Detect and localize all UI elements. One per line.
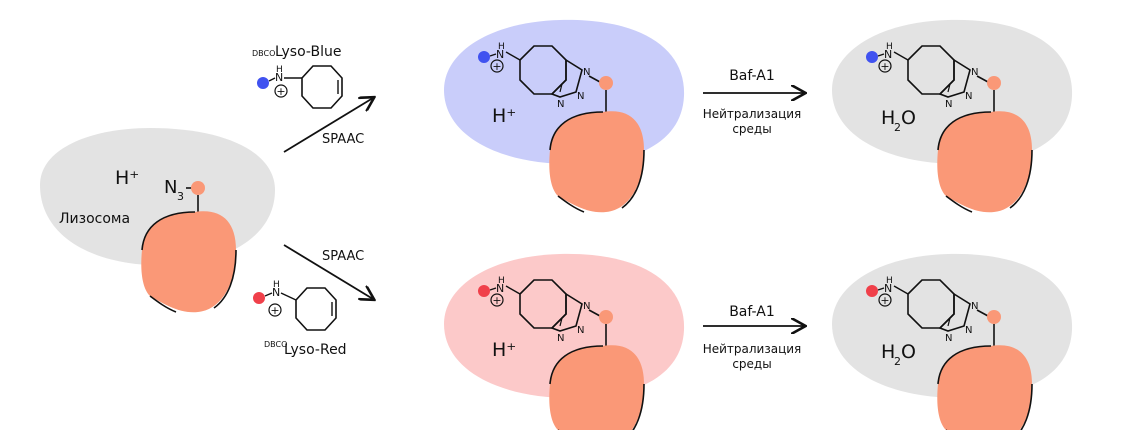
probe-blue-n: N (275, 71, 283, 84)
triazole-n3: N (945, 333, 952, 344)
water-o: O (901, 341, 916, 363)
probe-red-h: H (273, 280, 280, 290)
amine-h: H (498, 42, 505, 52)
probe-blue-dye (257, 77, 269, 89)
amine-h: H (886, 42, 893, 52)
bafa1-arrow-bottom: Baf-A1 Нейтрализация среды (703, 304, 804, 371)
water-h: H (881, 341, 895, 363)
water-subscript: 2 (894, 355, 901, 368)
protein (936, 344, 1033, 430)
linker-node (191, 181, 205, 195)
lysosome-label: Лизосома (59, 211, 130, 227)
triazole-n2: N (577, 325, 584, 336)
dye-dot (478, 285, 490, 297)
amine-n: N (884, 282, 892, 295)
triazole-n2: N (965, 91, 972, 102)
spaac-arrow-bottom: SPAAC (283, 244, 373, 299)
spaac-label-top: SPAAC (322, 132, 364, 147)
triazole-ring (550, 292, 583, 332)
neutralization-bottom-line1: Нейтрализация (703, 342, 802, 356)
acid-label: H⁺ (492, 105, 516, 127)
triazole-ring (550, 58, 583, 98)
probe-lyso-blue: DBCO Lyso-Blue H N + (252, 44, 343, 109)
linker-node (599, 76, 613, 90)
charge-sign: + (492, 294, 501, 307)
bafa1-label-bottom: Baf-A1 (729, 304, 775, 320)
amine-h: H (886, 276, 893, 286)
dye-dot (866, 285, 878, 297)
neutralization-top-line2: среды (732, 122, 771, 136)
water-o: O (901, 107, 916, 129)
probe-red-charge (268, 303, 282, 317)
amine-h: H (498, 276, 505, 286)
protein-left (140, 210, 237, 314)
dye-dot (478, 51, 490, 63)
protein (548, 344, 645, 430)
dye-dot (866, 51, 878, 63)
bafa1-arrow-top: Baf-A1 Нейтрализация среды (703, 68, 804, 136)
charge-icon (490, 293, 504, 307)
probe-red-n: N (272, 286, 280, 299)
triazole-ring (938, 58, 971, 98)
azide-group: N 3 (164, 177, 205, 212)
triazole-n1: N (971, 301, 978, 312)
triazole-n3: N (557, 333, 564, 344)
triazole-n1: N (971, 67, 978, 78)
linker-node (987, 310, 1001, 324)
protein (936, 110, 1033, 214)
probe-red-name: Lyso-Red (284, 342, 347, 358)
azide-subscript: 3 (177, 190, 184, 203)
acid-label: H⁺ (492, 339, 516, 361)
triazole-n2: N (577, 91, 584, 102)
triazole-n1: N (583, 301, 590, 312)
charge-icon (878, 293, 892, 307)
amine-n: N (496, 48, 504, 61)
spaac-arrow-top: SPAAC (283, 98, 373, 153)
acid-label-left: H⁺ (115, 167, 139, 189)
charge-icon (878, 59, 892, 73)
neutralization-top-line1: Нейтрализация (703, 107, 802, 121)
spaac-label-bottom: SPAAC (322, 249, 364, 264)
product-blue-acidic: H⁺HN+NNN (444, 19, 685, 214)
azide-n: N (164, 177, 177, 198)
bafa1-label-top: Baf-A1 (729, 68, 775, 84)
linker-node (987, 76, 1001, 90)
probe-red-charge-sign: + (270, 304, 279, 317)
probe-red-prefix: DBCO (264, 340, 287, 349)
water-subscript: 2 (894, 121, 901, 134)
triazole-n2: N (965, 325, 972, 336)
probe-blue-prefix: DBCO (252, 49, 275, 58)
probe-blue-h: H (276, 65, 283, 75)
triazole-ring (938, 292, 971, 332)
triazole-n1: N (583, 67, 590, 78)
lysosome-left: H⁺ Лизосома N 3 (40, 128, 275, 314)
probe-blue-name: Lyso-Blue (275, 44, 341, 60)
charge-sign: + (492, 60, 501, 73)
probe-lyso-red: H N + DBCO Lyso-Red (253, 280, 347, 358)
probe-red-dye (253, 292, 265, 304)
amine-n: N (496, 282, 504, 295)
charge-sign: + (880, 60, 889, 73)
probe-blue-charge-sign: + (276, 85, 285, 98)
triazole-n3: N (945, 99, 952, 110)
water-h: H (881, 107, 895, 129)
probe-blue-charge (274, 84, 288, 98)
amine-n: N (884, 48, 892, 61)
linker-node (599, 310, 613, 324)
triazole-n3: N (557, 99, 564, 110)
charge-sign: + (880, 294, 889, 307)
neutralization-bottom-line2: среды (732, 357, 771, 371)
charge-icon (490, 59, 504, 73)
protein (548, 110, 645, 214)
product-red-acidic: H⁺HN+NNN (444, 253, 685, 430)
